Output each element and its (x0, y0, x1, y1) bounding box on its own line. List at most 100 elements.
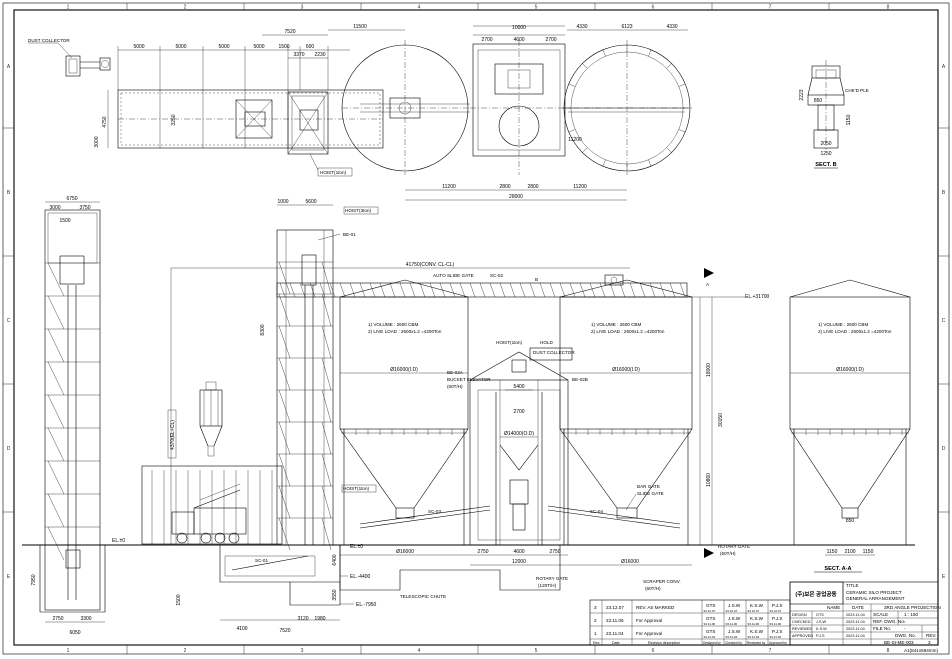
dim-text: 11200 (442, 184, 456, 190)
rev-date-b: '23.11.04 (725, 635, 737, 639)
main-elevation: 4370(EL+CL) 1000 5600 HOIST(3ton) BE-01 … (120, 199, 790, 634)
truss-line (309, 282, 316, 298)
rev-desc: For Approval (636, 631, 662, 636)
truss-line (529, 282, 536, 298)
rotary-r-label: ROTARY GATE (718, 544, 750, 549)
scraper-cap: (60T/H) (645, 586, 661, 591)
centre-elevator-house: HOIST(1ton) HOLD DUST COLLECTOR BE-02A B… (447, 340, 588, 546)
zone-label-side: A (942, 64, 946, 70)
dim-text: 850 (814, 98, 823, 104)
be-stair-line (321, 453, 332, 487)
rev-checked: J.S.W (728, 616, 741, 621)
zone-label-bottom: 5 (535, 648, 538, 654)
truss-line (649, 282, 656, 298)
silo-segment-line (568, 129, 576, 133)
rev-date-a: '23.12.07 (703, 609, 716, 613)
dwg-value: BE-SI-ME-003 (884, 640, 914, 645)
rev-designed: GTS (706, 629, 715, 634)
truss-line (489, 282, 496, 298)
truss-line (369, 282, 376, 298)
dim-text: 2750 (477, 549, 488, 555)
truss-line (599, 282, 606, 298)
be-stair-line (278, 485, 291, 519)
hoist-3ton-label: HOIST(3ton) (345, 208, 372, 213)
rev-no: 3 (594, 605, 597, 610)
dim-text: 4330 (666, 24, 677, 30)
zone-label-top: 8 (887, 5, 890, 11)
bar-gate-label: BAR GATE (637, 484, 660, 489)
truss-line (459, 282, 466, 298)
dim-text: 7520 (279, 628, 290, 634)
dim-text: 2800 (499, 184, 510, 190)
rev-desc: For Approval (636, 618, 662, 623)
tower-stair-line (47, 295, 65, 330)
dim-text: 3550 (332, 589, 338, 600)
truss-line (279, 282, 286, 298)
rev-desc: REV. AS MARKED (636, 605, 675, 610)
truss-line (339, 282, 346, 298)
zone-label-side: E (942, 574, 946, 580)
hoist-top-label: HOIST(1ton) (320, 170, 347, 175)
truss-line (509, 282, 516, 298)
truss-line (479, 282, 486, 298)
rev-approved: P.J.S (772, 616, 782, 621)
company-name: (주)보은 공업공동 (795, 590, 836, 598)
dim-2230: 2230 (314, 52, 325, 58)
rev-head: Approved by (769, 641, 787, 645)
dim-text: 2800 (527, 184, 538, 190)
dim-text: 1250 (820, 151, 831, 157)
plan-view: DUST COLLECTOR HOIST(1ton) (28, 24, 692, 201)
ref-head: REF. DWG. No. (873, 619, 905, 624)
silo-segment-line (678, 129, 686, 133)
rev-value: 3 (928, 640, 931, 645)
tower-stair-line (47, 493, 65, 528)
truss-line (329, 282, 336, 298)
title-block: (주)보은 공업공동 TITLE CERAMIC SILO PROJECT GE… (789, 581, 941, 653)
dim-text: 4600 (513, 37, 524, 43)
tb-date: 2023.11.04 (846, 627, 865, 631)
rev-date-a: '23.11.06 (703, 622, 715, 626)
be-stair-line (278, 453, 291, 487)
dim-4370: 4370(EL+CL) (170, 420, 176, 450)
dim-text: 1150 (827, 549, 838, 555)
rev-date-d: '23.11.04 (769, 635, 781, 639)
auto-slide-label: AUTO SLIDE GATE (433, 273, 474, 278)
truss-line (639, 282, 646, 298)
dim-text: 6750 (66, 196, 77, 202)
rotary-mid-cap: (120T/H) (538, 583, 557, 588)
dia-br: Ø16000 (621, 559, 639, 565)
dust-collector-label: DUST COLLECTOR (28, 38, 70, 43)
hgt-30150: 30150 (718, 413, 724, 427)
dust-collector-plan (65, 55, 111, 77)
zone-label-top: 6 (652, 5, 655, 11)
dwg-head: DWG. No. (895, 633, 916, 638)
dim-text: 4330 (576, 24, 587, 30)
zone-label-bottom: 2 (184, 648, 187, 654)
hgt-10860: 10860 (706, 473, 712, 487)
tower-stair-line (47, 328, 65, 363)
slide-gate-label: SLIDE GATE (637, 491, 664, 496)
zone-label-side: D (7, 446, 11, 452)
dim-2700: 2700 (513, 409, 524, 415)
be-stair-line (321, 357, 332, 391)
truss-line (569, 282, 576, 298)
truss-line (669, 282, 676, 298)
be-stair-line (278, 421, 291, 455)
dim-text: 2100 (844, 549, 855, 555)
zone-label-bottom: 4 (418, 648, 421, 654)
tower-stair-line (47, 427, 65, 462)
truss-line (289, 282, 296, 298)
project-title: CERAMIC SILO PROJECT (846, 590, 902, 595)
silo-segment-line (602, 49, 606, 57)
dia-mid: Ø14000(O.D) (504, 431, 534, 437)
dim-7520: 7520 (284, 29, 295, 35)
truss-line (609, 282, 616, 298)
tower-stair-line (47, 262, 65, 297)
truss-line (379, 282, 386, 298)
sect-b-marker: B (535, 277, 538, 282)
tower-el-label: EL.±0 (112, 538, 125, 544)
sect-aa-title: SECT. A-A (824, 566, 851, 572)
silo-left-dia: Ø16000(I.D) (390, 367, 418, 373)
rev-date-c: '23.11.04 (747, 635, 759, 639)
